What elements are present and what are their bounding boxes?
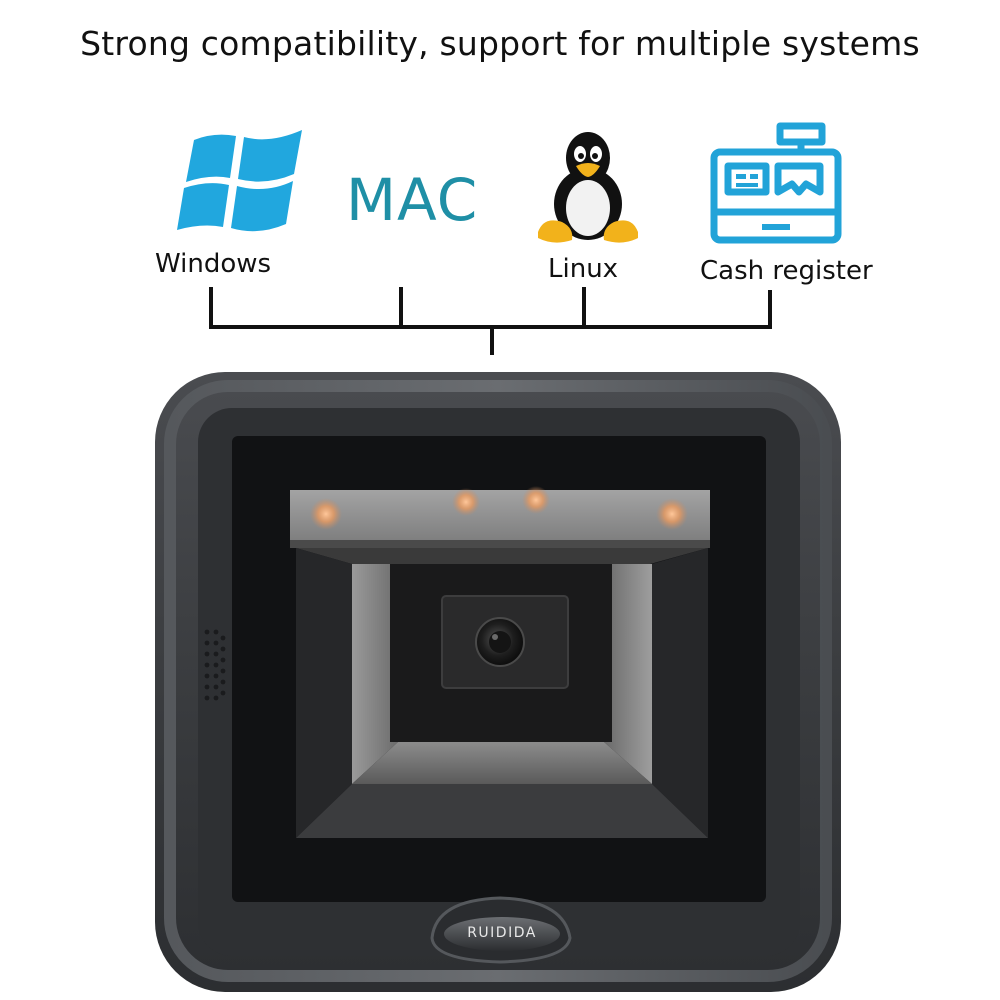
connector-stem <box>490 329 494 355</box>
speaker-grille <box>204 629 226 701</box>
funnel-right <box>604 564 652 784</box>
funnel-left <box>352 564 398 784</box>
tux-penguin-icon <box>538 132 638 243</box>
cash-register-icon <box>710 122 842 244</box>
linux-label: Linux <box>548 254 619 284</box>
mac-label: MAC <box>346 166 479 234</box>
connector-line-cash-register <box>768 290 772 329</box>
connector-line-linux <box>582 287 586 329</box>
windows-logo-icon <box>177 130 302 232</box>
windows-label: Windows <box>155 249 272 279</box>
cash-register-label: Cash register <box>700 256 873 286</box>
funnel-bottom <box>352 742 652 784</box>
connector-line-windows <box>209 287 213 329</box>
brand-label: RUIDIDA <box>467 925 537 941</box>
headline: Strong compatibility, support for multip… <box>80 24 920 63</box>
led-panel <box>290 490 710 544</box>
connector-horizontal <box>209 325 772 329</box>
connector-line-mac <box>399 287 403 329</box>
